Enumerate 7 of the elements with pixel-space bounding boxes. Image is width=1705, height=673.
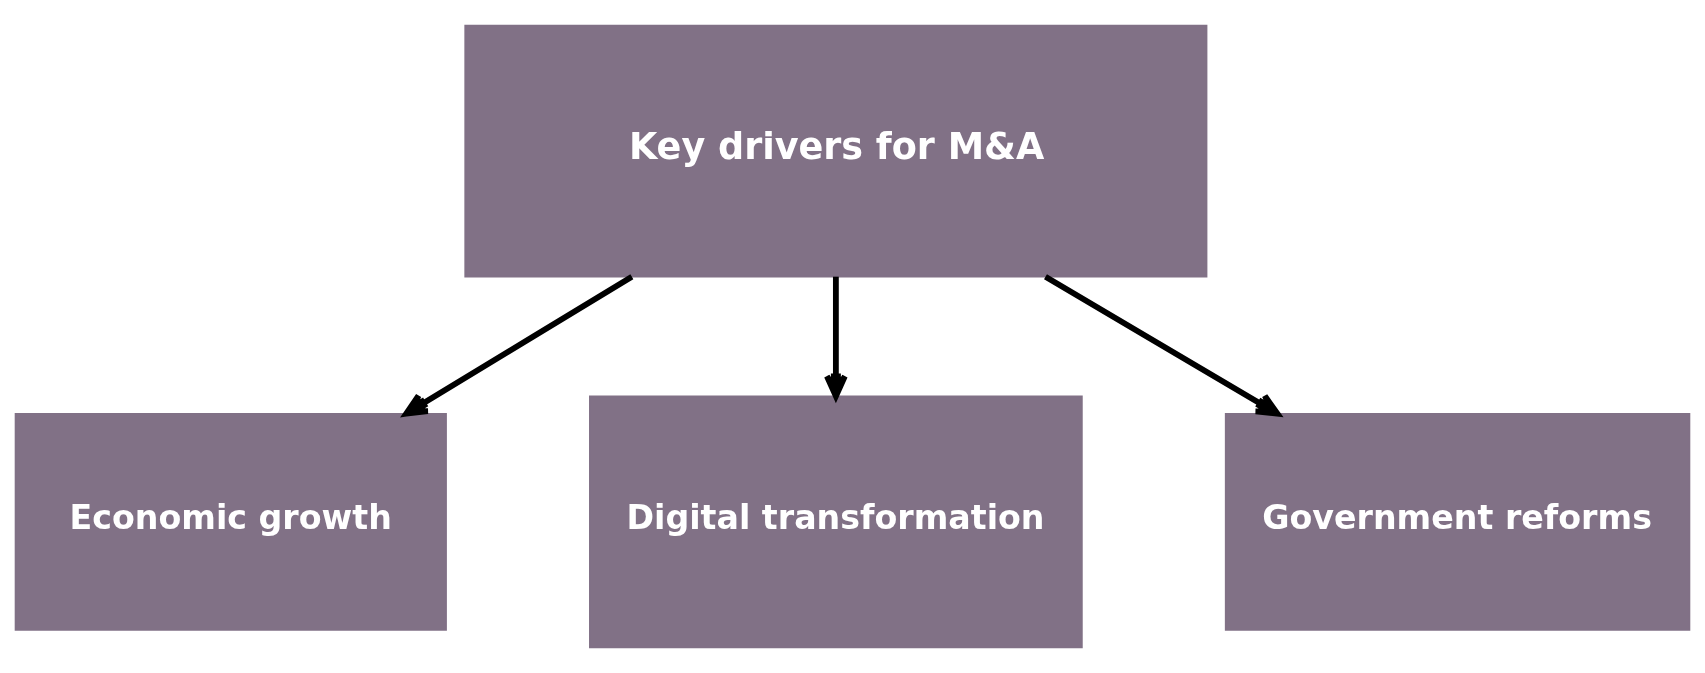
node-box: Government reforms	[1224, 412, 1691, 631]
arrow	[403, 274, 634, 417]
node-box: Digital transformation	[589, 395, 1083, 649]
arrow	[1044, 274, 1281, 417]
node-box: Economic growth	[14, 412, 447, 631]
node-box: Key drivers for M&A	[464, 24, 1208, 278]
arrow	[824, 276, 848, 400]
